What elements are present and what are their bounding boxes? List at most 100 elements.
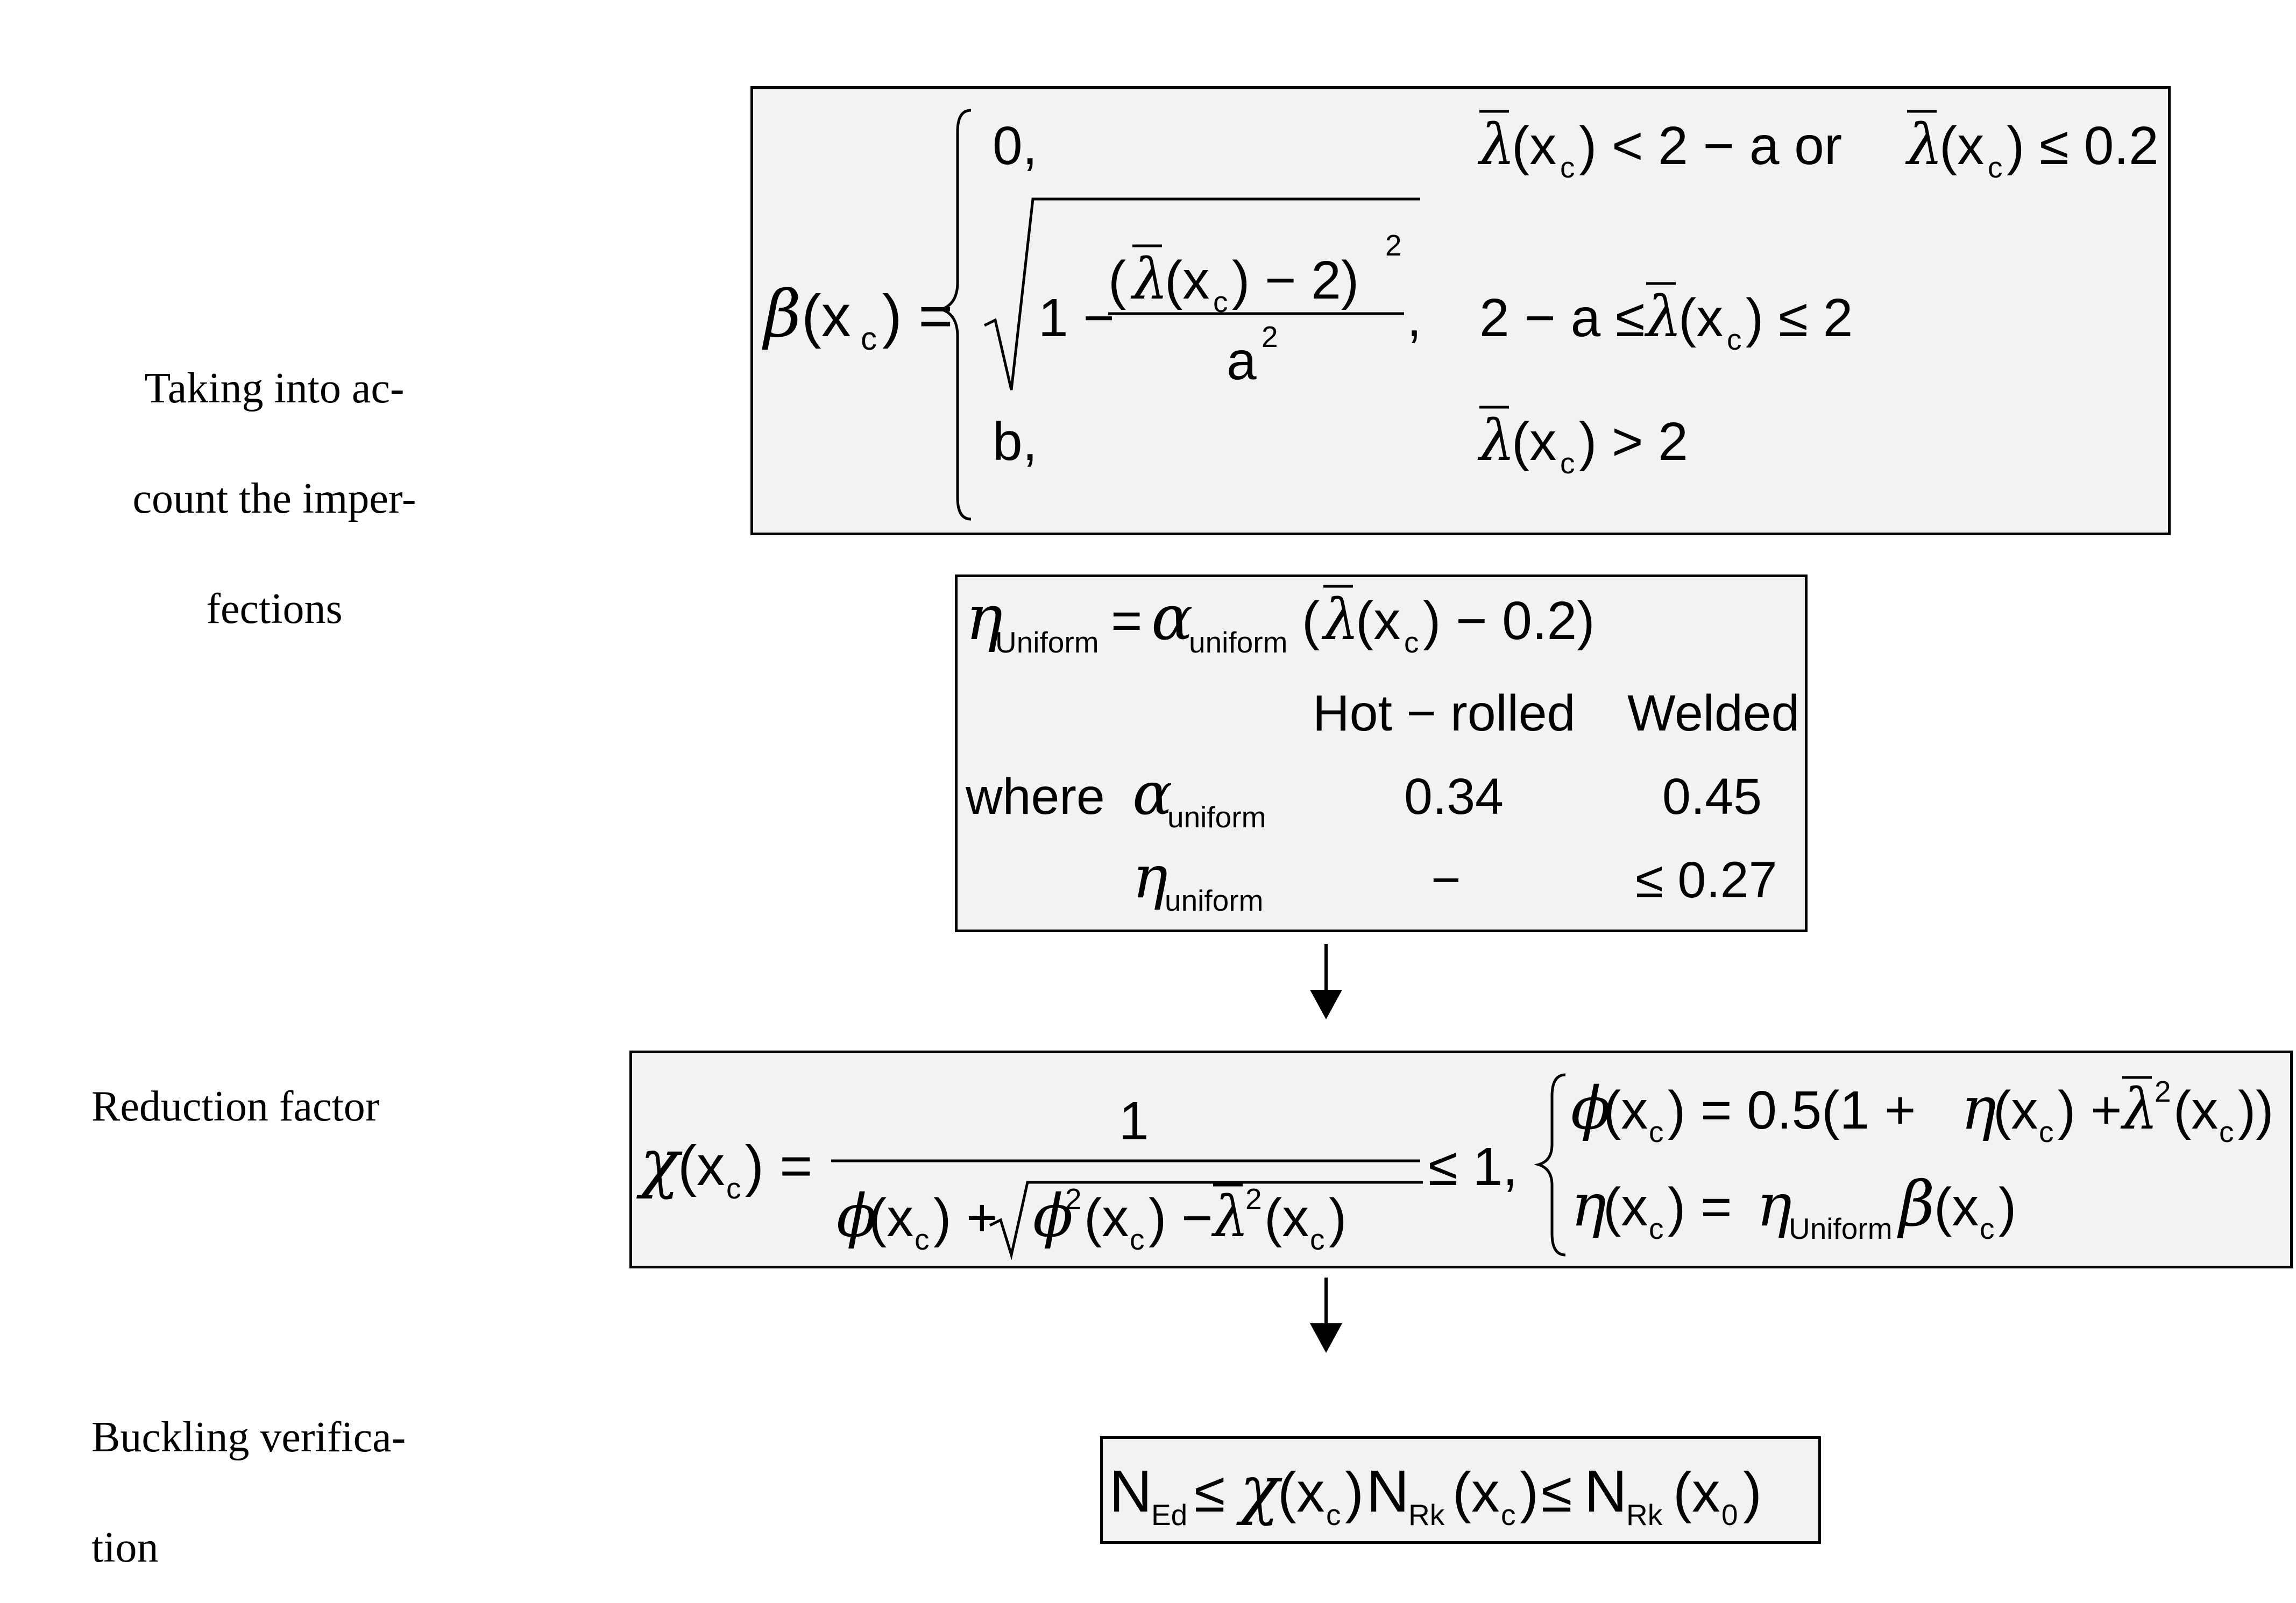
buck-arg2: (x (1452, 1461, 1499, 1524)
label-imperfections-line1: Taking into ac- (144, 365, 405, 412)
row2-welded: ≤ 0.27 (1635, 852, 1777, 909)
buck-N3: N (1584, 1458, 1627, 1524)
phi-eq-sub: c (1649, 1115, 1664, 1148)
den-close: ) (1329, 1188, 1347, 1248)
chi-formula-svg: χ (x c ) = 1 ϕ (x c ) + ϕ 2 (x c ) − λ 2… (636, 1073, 2274, 1260)
buck-arg3-close: ) (1743, 1461, 1762, 1524)
beta-sub: c (861, 321, 877, 357)
den-lambda: λ (1211, 1184, 1249, 1250)
row2-hot: − (1431, 852, 1461, 909)
beta-close: ) = (882, 283, 953, 349)
col-welded: Welded (1627, 685, 1799, 742)
case1-condition-b: ) ≤ 0.2 (2007, 116, 2159, 176)
case2-x: (x (1165, 250, 1209, 310)
den-phi: ϕ (837, 1181, 877, 1250)
buck-arg2-sub: c (1501, 1498, 1516, 1531)
eta-paren-open: ( (1302, 591, 1320, 651)
label-buckling-line2: tion (91, 1524, 159, 1571)
case3-value: b, (993, 412, 1037, 472)
case1-sub: c (1560, 151, 1575, 184)
eta-sub: Uniform (995, 626, 1099, 659)
row1-symbol: α (1132, 759, 1172, 828)
eta-eq-eta-u-sub: Uniform (1789, 1212, 1893, 1245)
case2-den-power: 2 (1262, 320, 1278, 353)
eta-symbol: η (966, 582, 1003, 654)
phi-eq-eta-sub: c (2039, 1115, 2054, 1148)
eta-equals: = (1111, 591, 1142, 651)
buck-zero: 0 (1721, 1498, 1738, 1531)
beta-formula-svg: β (x c ) = 0, λ (x c ) < 2 − a or λ (x c… (762, 109, 2159, 521)
den-sqrt (989, 1181, 1423, 1260)
chi-arg: (x (678, 1134, 725, 1197)
row1-welded: 0.45 (1662, 768, 1762, 825)
chi-arg-sub: c (726, 1172, 741, 1205)
buck-le1: ≤ (1194, 1461, 1225, 1524)
case1-x2: (x (1939, 116, 1984, 176)
lambda-bar-2: λ (1905, 112, 1943, 178)
case3-sub: c (1560, 446, 1575, 480)
lambda-bar-eta: λ (1321, 587, 1359, 652)
chi-rest: ) = (745, 1134, 812, 1197)
case2-power: 2 (1385, 229, 1402, 262)
buck-chi-arg: (x (1278, 1461, 1324, 1524)
case3-x: (x (1512, 412, 1556, 472)
den-phi2-pow: 2 (1065, 1182, 1082, 1216)
buck-chi: χ (1236, 1452, 1282, 1527)
case1-sub2: c (1988, 151, 2003, 184)
phi-eq-symbol: ϕ (1571, 1074, 1611, 1143)
down-arrow-1 (1310, 944, 1342, 1019)
eta-eq-beta-sub: c (1980, 1212, 1995, 1245)
phi-eq-lambda: λ (2120, 1076, 2158, 1142)
phi-eq-eta: η (1961, 1074, 1996, 1143)
label-imperfections-line2: count the imper- (132, 475, 416, 522)
case2-condition-a: 2 − a ≤ (1479, 288, 1645, 348)
phi-eq-rest: ) = 0.5(1 + (1668, 1080, 1916, 1140)
buck-arg3: (x (1673, 1461, 1720, 1524)
label-buckling-verification: Buckling verifica- tion (91, 1382, 576, 1603)
eta-x-sub: c (1404, 626, 1419, 659)
phi-eq-plus: ) + (2058, 1080, 2122, 1140)
phi-eq-eta-arg: (x (1993, 1080, 2038, 1140)
chi-numerator: 1 (1119, 1091, 1149, 1151)
case2-sub2: c (1727, 323, 1742, 356)
eta-eq-beta: β (1897, 1168, 1934, 1240)
buck-N2: N (1366, 1458, 1409, 1524)
case2-one-minus: 1 − (1038, 288, 1115, 348)
eta-uniform-svg: η Uniform = α uniform ( λ (x c ) − 0.2) … (965, 582, 1799, 917)
buck-Ed: Ed (1151, 1498, 1187, 1531)
buck-Rk2: Rk (1626, 1498, 1663, 1531)
buckling-verification-box: N Ed ≤ χ (x c ) N Rk (x c ) ≤ N Rk (x 0 … (1100, 1436, 1821, 1544)
eta-x: (x (1356, 591, 1400, 651)
phi-eq-lambda-sub: c (2219, 1115, 2234, 1148)
beta-formula-box: β (x c ) = 0, λ (x c ) < 2 − a or λ (x c… (750, 86, 2171, 535)
chi-le-one: ≤ 1, (1428, 1137, 1518, 1197)
alpha-sub: uniform (1189, 626, 1287, 659)
alpha-symbol: α (1151, 582, 1193, 654)
row1-sub: uniform (1167, 800, 1266, 834)
case2-comma: , (1407, 288, 1422, 348)
left-brace (937, 109, 972, 521)
eta-formula-rest: ) − 0.2) (1423, 591, 1595, 651)
case2-denominator: a (1227, 331, 1257, 391)
buck-chi-sub: c (1326, 1498, 1341, 1531)
eta-eq-eta-u: η (1756, 1171, 1792, 1239)
eta-eq-symbol: η (1571, 1171, 1606, 1239)
case3-condition: ) > 2 (1579, 412, 1688, 472)
row1-hot: 0.34 (1404, 768, 1504, 825)
buck-N1: N (1109, 1458, 1152, 1524)
label-imperfections-line3: fections (206, 585, 343, 633)
den-phi2: ϕ (1033, 1181, 1073, 1250)
buck-arg2-close: ) (1520, 1461, 1539, 1524)
row2-symbol: η (1132, 842, 1168, 911)
den-phi-sub: c (915, 1223, 930, 1256)
case2-condition-b: ) ≤ 2 (1746, 288, 1853, 348)
den-lambda-arg: (x (1264, 1188, 1309, 1248)
lambda-bar-1: λ (1477, 112, 1515, 178)
case2-num-open: ( (1108, 250, 1126, 310)
col-hot-rolled: Hot − rolled (1313, 685, 1575, 742)
down-arrow-2 (1310, 1278, 1342, 1353)
beta-arg-open: (x (802, 283, 851, 349)
phi-eq-arg: (x (1603, 1080, 1648, 1140)
eta-eq-beta-arg: (x (1934, 1177, 1979, 1237)
phi-eq-lambda-pow: 2 (2155, 1075, 2171, 1108)
